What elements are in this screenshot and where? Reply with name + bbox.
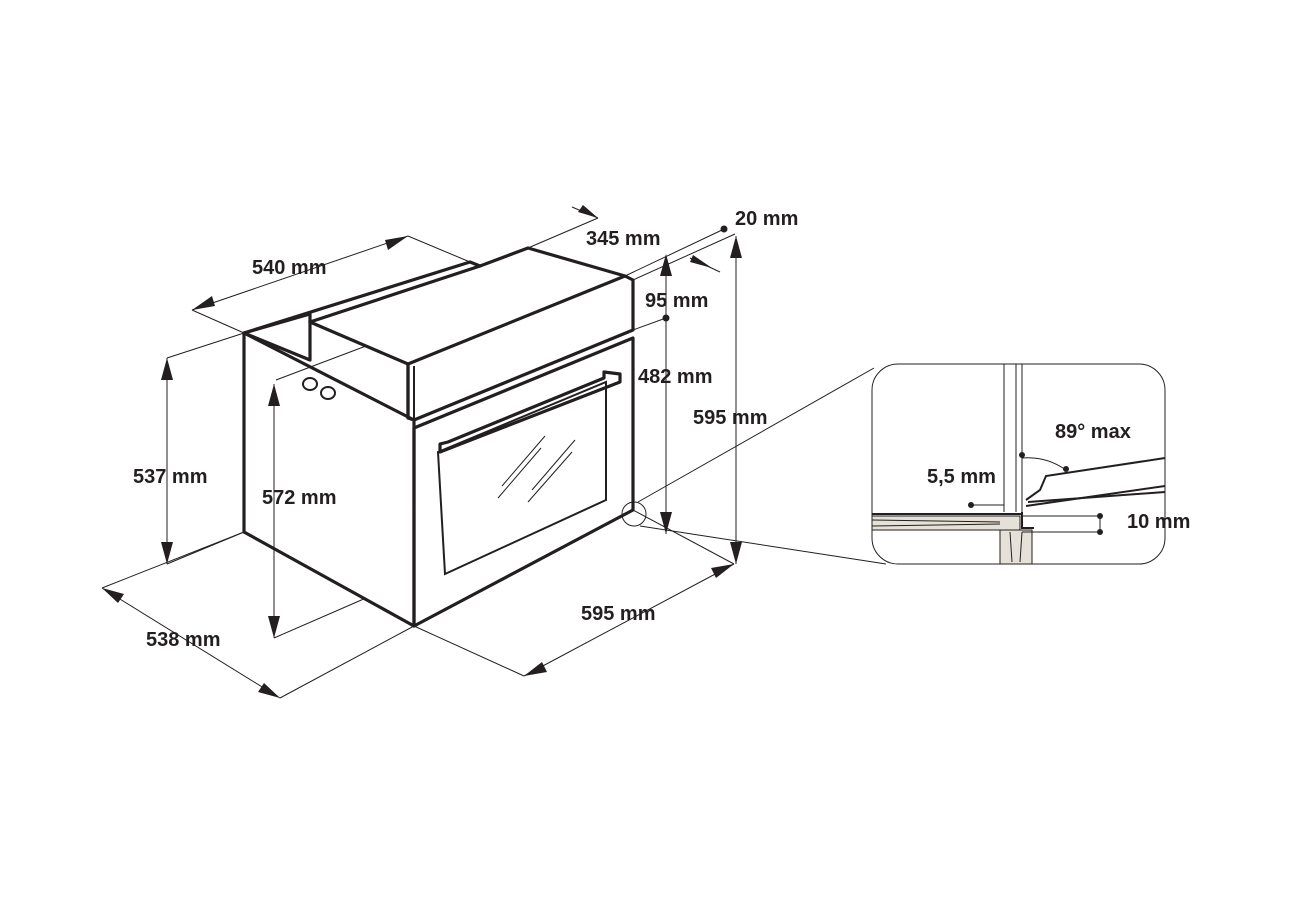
angle-label: 89° max (1055, 421, 1131, 443)
body-depth-label: 538 mm (146, 629, 221, 651)
hinge-detail (871, 363, 1166, 565)
oven-body (242, 246, 635, 628)
total-width-label: 595 mm (581, 603, 656, 625)
door-gap-label: 20 mm (735, 208, 798, 230)
panel-depth-label: 345 mm (586, 228, 661, 250)
niche-opening-height-label: 482 mm (638, 366, 713, 388)
inner-height-label: 572 mm (262, 487, 337, 509)
offset-label: 10 mm (1127, 511, 1190, 533)
panel-height-label: 95 mm (645, 290, 708, 312)
total-height-label: 595 mm (693, 407, 768, 429)
dimension-lines (101, 205, 887, 699)
depth-top-label: 540 mm (252, 257, 327, 279)
gap-label: 5,5 mm (927, 466, 996, 488)
body-height-label: 537 mm (133, 466, 208, 488)
